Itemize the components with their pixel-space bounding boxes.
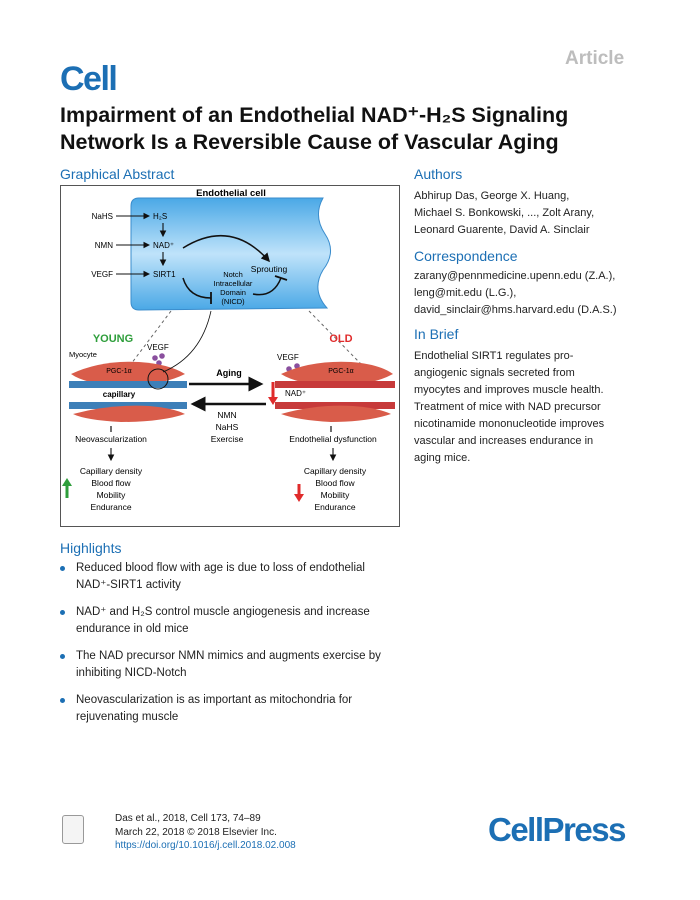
article-type-label: Article <box>565 48 625 69</box>
highlight-item: The NAD precursor NMN mimics and augment… <box>60 648 405 682</box>
young-pgc-label: PGC-1α <box>106 368 131 375</box>
bullet-icon <box>60 566 65 571</box>
graphical-abstract-figure: Endothelial cell NaHS NMN VEGF H₂S NAD⁺ … <box>60 185 400 527</box>
crossmark-icon[interactable] <box>62 815 84 844</box>
authors-heading: Authors <box>414 166 463 182</box>
in-brief-line: Treatment of mice with NAD precursor <box>414 401 601 413</box>
young-capillary-bottom <box>69 402 187 409</box>
correspondence-heading: Correspondence <box>414 248 518 264</box>
old-measure-4: Endurance <box>314 502 355 512</box>
highlights-heading: Highlights <box>60 540 122 556</box>
bullet-icon <box>60 610 65 615</box>
in-brief-line: Endothelial SIRT1 regulates pro- <box>414 350 574 362</box>
doi-link[interactable]: https://doi.org/10.1016/j.cell.2018.02.0… <box>115 840 296 851</box>
notch-label-2: Intracellular <box>214 279 253 288</box>
old-measure-3: Mobility <box>321 490 351 500</box>
publication-date: March 22, 2018 © 2018 Elsevier Inc. <box>115 826 277 838</box>
in-brief-line: aging mice. <box>414 452 471 464</box>
highlight-text: Neovascularization is as important as mi… <box>76 694 353 706</box>
old-capillary-bottom <box>275 402 395 409</box>
rescue-nmn: NMN <box>217 410 236 420</box>
old-pgc-label: PGC-1α <box>328 368 353 375</box>
young-label: YOUNG <box>93 333 133 345</box>
highlight-item: Reduced blood flow with age is due to lo… <box>60 560 405 594</box>
correspondence-email-3[interactable]: david_sinclair@hms.harvard.edu (D.A.S.) <box>414 304 617 316</box>
myocyte-label: Myocyte <box>69 350 97 359</box>
graphical-abstract-heading: Graphical Abstract <box>60 166 175 182</box>
young-measure-2: Blood flow <box>91 478 131 488</box>
endothelial-cell-title: Endothelial cell <box>196 188 266 199</box>
authors-line-2: Michael S. Bonkowski, ..., Zolt Arany, <box>414 207 595 219</box>
highlight-text: rejuvenating muscle <box>76 711 179 723</box>
sprouting-label: Sprouting <box>251 264 288 274</box>
highlight-text: NAD⁺ and H₂S control muscle angiogenesis… <box>76 606 370 618</box>
highlight-text: endurance in old mice <box>76 623 189 635</box>
young-measure-4: Endurance <box>90 502 131 512</box>
pathway-sirt1: SIRT1 <box>153 270 176 279</box>
title-line-1: Impairment of an Endothelial NAD⁺-H₂S Si… <box>60 103 569 127</box>
in-brief-heading: In Brief <box>414 326 459 342</box>
aging-label: Aging <box>216 368 242 378</box>
article-title: Impairment of an Endothelial NAD⁺-H₂S Si… <box>60 102 660 156</box>
cell-journal-logo: Cell <box>60 60 118 98</box>
notch-label-4: (NICD) <box>221 297 245 306</box>
bullet-icon <box>60 698 65 703</box>
correspondence-email-1[interactable]: zarany@pennmedicine.upenn.edu (Z.A.), <box>414 270 616 282</box>
in-brief-text: Endothelial SIRT1 regulates pro- angioge… <box>414 348 654 467</box>
old-measure-2: Blood flow <box>315 478 355 488</box>
rescue-nahs: NaHS <box>216 422 239 432</box>
correspondence-list: zarany@pennmedicine.upenn.edu (Z.A.), le… <box>414 268 664 319</box>
authors-line-3: Leonard Guarente, David A. Sinclair <box>414 224 590 236</box>
notch-label-3: Domain <box>220 288 246 297</box>
rescue-exercise: Exercise <box>211 434 244 444</box>
young-outcome-label: Neovascularization <box>75 434 147 444</box>
highlight-item: NAD⁺ and H₂S control muscle angiogenesis… <box>60 604 405 638</box>
pathway-nad: NAD⁺ <box>153 241 174 250</box>
young-vegf-label: VEGF <box>147 343 169 352</box>
bullet-icon <box>60 654 65 659</box>
citation-block: Das et al., 2018, Cell 173, 74–89 March … <box>115 812 296 853</box>
pathway-h2s: H₂S <box>153 212 167 221</box>
highlights-list: Reduced blood flow with age is due to lo… <box>60 560 405 736</box>
highlight-text: Reduced blood flow with age is due to lo… <box>76 562 365 574</box>
young-measure-1: Capillary density <box>80 466 143 476</box>
old-myocyte-cell <box>281 361 393 386</box>
cellpress-logo: CellPress <box>488 811 626 848</box>
endothelial-cell-shape <box>130 197 331 311</box>
input-vegf: VEGF <box>91 270 113 279</box>
young-capillary-top <box>69 381 187 388</box>
old-outcome-label: Endothelial dysfunction <box>289 434 377 444</box>
correspondence-email-2[interactable]: leng@mit.edu (L.G.), <box>414 287 517 299</box>
in-brief-line: angiogenic signals secreted from <box>414 367 575 379</box>
highlight-item: Neovascularization is as important as mi… <box>60 692 405 726</box>
highlight-text: The NAD precursor NMN mimics and augment… <box>76 650 381 662</box>
input-nmn: NMN <box>95 241 113 250</box>
highlight-text: inhibiting NICD-Notch <box>76 667 187 679</box>
highlight-text: NAD⁺-SIRT1 activity <box>76 579 181 591</box>
in-brief-line: vascular and increases endurance in <box>414 435 594 447</box>
old-label: OLD <box>329 333 352 345</box>
young-myocyte-cell <box>71 361 185 386</box>
old-vegf-label: VEGF <box>277 353 299 362</box>
old-nad-label: NAD⁺ <box>285 389 306 398</box>
old-measure-1: Capillary density <box>304 466 367 476</box>
graphical-abstract-diagram: Endothelial cell NaHS NMN VEGF H₂S NAD⁺ … <box>62 188 395 512</box>
authors-list: Abhirup Das, George X. Huang, Michael S.… <box>414 188 654 239</box>
title-line-2: Network Is a Reversible Cause of Vascula… <box>60 130 559 154</box>
input-nahs: NaHS <box>92 212 113 221</box>
in-brief-line: myocytes and improves muscle health. <box>414 384 604 396</box>
old-capillary-top <box>275 381 395 388</box>
citation-line: Das et al., 2018, Cell 173, 74–89 <box>115 813 261 824</box>
young-capillary-label: capillary <box>103 390 136 399</box>
authors-line-1: Abhirup Das, George X. Huang, <box>414 190 570 202</box>
in-brief-line: nicotinamide mononucleotide improves <box>414 418 605 430</box>
young-measure-3: Mobility <box>97 490 127 500</box>
notch-label-1: Notch <box>223 270 243 279</box>
